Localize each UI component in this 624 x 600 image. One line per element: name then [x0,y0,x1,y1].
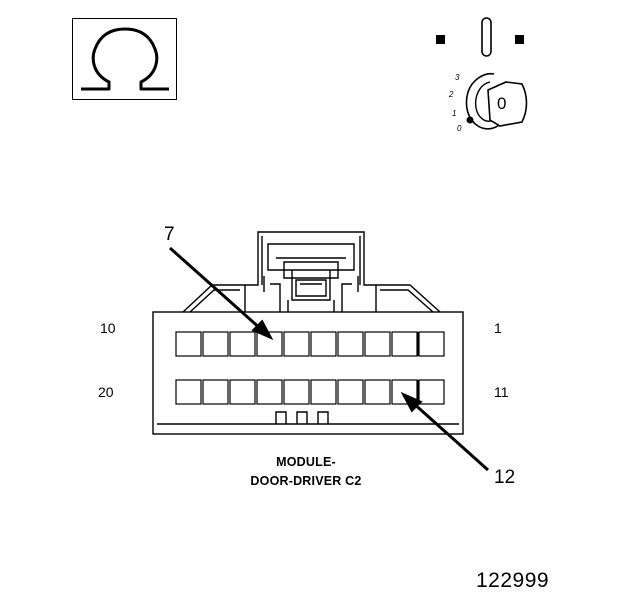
key-position-3: 3 [455,73,460,82]
cavity-top-2 [202,331,229,357]
cavity-top-10 [418,331,445,357]
ohm-symbol-box [72,18,177,100]
cavity-top-1 [175,331,202,357]
pin-label-top-left: 10 [100,320,116,336]
pin-label-bottom-right: 11 [494,384,509,400]
ohm-icon [81,27,169,91]
cavity-bottom-10 [418,379,445,405]
callout-lower: 12 [494,467,516,488]
cavity-top-8 [364,331,391,357]
cavity-top-7 [337,331,364,357]
cavity-top-5 [283,331,310,357]
cavity-bottom-6 [310,379,337,405]
cavity-bottom-4 [256,379,283,405]
key-position-1: 1 [452,109,457,118]
pin-label-bottom-left: 20 [98,384,114,400]
cavity-top-4 [256,331,283,357]
key-face-label: 0 [497,94,507,113]
connector-caption-line1: MODULE- [276,455,336,469]
connector-caption-line2: DOOR-DRIVER C2 [250,474,362,488]
key-position-0: 0 [457,124,462,133]
cavity-rows [175,331,445,405]
cavity-bottom-7 [337,379,364,405]
cavity-top-3 [229,331,256,357]
cavity-bottom-3 [229,379,256,405]
cavity-bottom-1 [175,379,202,405]
cavity-bottom-2 [202,379,229,405]
cavity-bottom-8 [364,379,391,405]
cavity-top-6 [310,331,337,357]
pin-label-top-right: 1 [494,320,502,336]
figure-number: 122999 [476,569,550,592]
key-position-2: 2 [449,90,454,99]
callout-upper: 7 [164,224,175,245]
cavity-bottom-5 [283,379,310,405]
cavity-top-9 [391,331,418,357]
